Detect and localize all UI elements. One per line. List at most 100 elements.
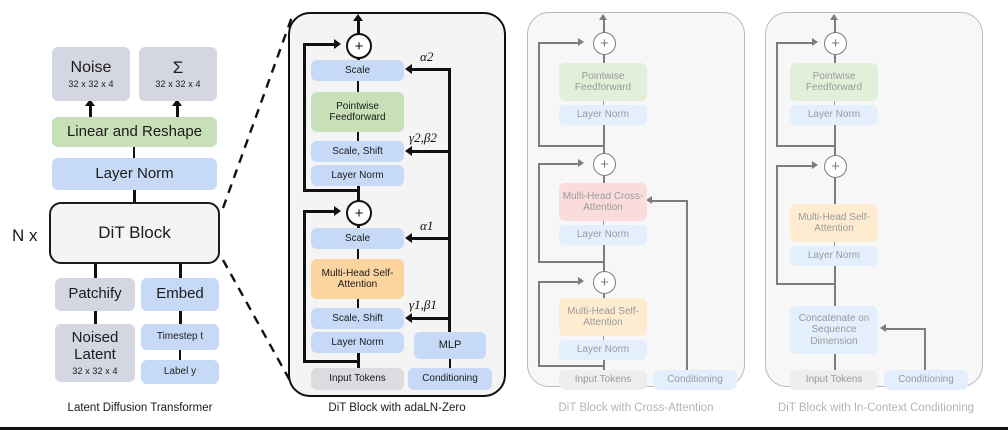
p3-add-top-glyph: +	[600, 35, 609, 52]
p4-node-multihead-self-attention-label: Multi-Head Self-Attention	[798, 211, 870, 234]
p2-node-conditioning: Conditioning	[408, 368, 492, 390]
p2-node-scale-shift-top-label: Scale, Shift	[332, 145, 383, 157]
p3-skip3-arrow	[578, 38, 584, 46]
p4-skip-upper-bottom	[776, 145, 835, 147]
p2-arm-alpha1	[412, 237, 450, 240]
p2-node-scale-bottom: Scale	[311, 228, 404, 249]
bottom-divider	[0, 427, 1008, 430]
p3-node-layer-norm-3: Layer Norm	[559, 105, 647, 125]
p2-node-input-tokens: Input Tokens	[311, 368, 404, 390]
p4-skip-upper-top	[776, 42, 815, 44]
connector-patchify-to-dit	[94, 264, 97, 278]
p3-add-mid: +	[593, 153, 616, 176]
p4-node-input-tokens-label: Input Tokens	[805, 374, 863, 386]
p4-add-bottom: +	[824, 155, 847, 178]
p3-add-bottom-glyph: +	[600, 274, 609, 291]
p2-arm-alpha1-arrow	[405, 233, 412, 243]
p4-node-pointwise-feedforward: Pointwise Feedforward	[790, 63, 878, 101]
p2-node-scale-shift-bottom: Scale, Shift	[311, 308, 404, 329]
p4-skip-upper-arrow	[812, 38, 818, 46]
node-label: Label y	[141, 360, 219, 384]
p2-arm-gammabeta1-arrow	[405, 313, 412, 323]
p3-skip1-arrow	[578, 277, 584, 285]
p4-cond-bus-horiz	[886, 328, 926, 330]
p2-trunk-dash-b	[357, 132, 359, 141]
p2-node-scale-shift-top: Scale, Shift	[311, 141, 404, 162]
p3-skip1-bottom	[538, 365, 604, 367]
p4-trunk-e	[834, 354, 836, 370]
p2-label-gammabeta2: γ2,β2	[409, 130, 437, 145]
p4-node-conditioning: Conditioning	[884, 370, 968, 390]
p2-skip-lower-vert	[303, 211, 306, 363]
connector-noisedlatent-to-patchify	[94, 311, 97, 324]
p2-arm-alpha2-arrow	[405, 64, 412, 74]
p3-skip3-vert	[538, 42, 540, 147]
node-noise-dims: 32 x 32 x 4	[68, 78, 114, 89]
node-sigma: Σ 32 x 32 x 4	[139, 47, 217, 101]
p3-skip3-bottom	[538, 145, 604, 147]
node-embed-label: Embed	[156, 285, 204, 303]
p3-cond-bus-horiz	[652, 200, 688, 202]
node-noised-latent-label: Noised Latent	[71, 329, 119, 363]
p3-node-multihead-cross-attention: Multi-Head Cross-Attention	[559, 183, 647, 221]
connector-ln-to-linear	[133, 147, 135, 158]
arrowhead-sigma	[172, 99, 182, 106]
p3-output-arrowhead	[598, 14, 607, 20]
connector-embed-to-dit	[179, 264, 182, 278]
p4-node-conditioning-label: Conditioning	[898, 374, 954, 386]
p2-label-gammabeta1: γ1,β1	[409, 297, 437, 312]
p4-output-arrowhead	[829, 14, 838, 20]
connector-dit-to-ln	[133, 190, 136, 202]
p2-node-conditioning-label: Conditioning	[422, 373, 478, 385]
connector-linear-to-noise	[89, 103, 92, 117]
connector-linear-to-sigma	[176, 103, 179, 117]
p2-node-layer-norm-top: Layer Norm	[311, 165, 404, 186]
p3-node-layer-norm-2: Layer Norm	[559, 225, 647, 245]
p3-node-conditioning: Conditioning	[653, 370, 737, 390]
p3-add-bottom: +	[593, 271, 616, 294]
node-noised-latent-dims: 32 x 32 x 4	[72, 365, 118, 376]
p2-node-scale-top-label: Scale	[344, 64, 370, 76]
p3-trunk-b	[603, 125, 605, 167]
p3-node-layer-norm-2-label: Layer Norm	[576, 229, 630, 241]
p2-skip-lower-top	[303, 210, 336, 213]
p4-cond-bus-vert	[924, 328, 926, 370]
p3-cond-arrow	[646, 196, 652, 204]
panel-caption-1: Latent Diffusion Transformer	[67, 402, 213, 414]
p2-trunk-dash-c	[357, 249, 359, 259]
p2-node-input-tokens-label: Input Tokens	[329, 373, 386, 385]
p3-trunk-e	[603, 292, 605, 300]
p2-node-pointwise-feedforward-label: Pointwise Feedforward	[329, 100, 386, 123]
p3-trunk-c	[603, 174, 605, 184]
arrowhead-noise	[85, 99, 95, 106]
p4-trunk-a	[834, 53, 836, 64]
p2-label-alpha2: α2	[420, 49, 434, 64]
p2-add-top: +	[346, 33, 372, 59]
p3-node-pointwise-feedforward: Pointwise Feedforward	[559, 63, 647, 101]
node-dit-block: DiT Block	[49, 202, 220, 264]
p4-output-line	[834, 20, 836, 42]
p2-label-alpha1: α1	[420, 218, 434, 233]
connector-timestep-to-embed	[179, 311, 182, 324]
p2-add-bottom-glyph: +	[354, 204, 364, 222]
p2-output-line	[357, 20, 360, 44]
p3-node-multihead-cross-attention-label: Multi-Head Cross-Attention	[562, 190, 644, 213]
p2-trunk-b	[357, 186, 360, 206]
p2-trunk-dash-a	[357, 81, 359, 92]
p3-trunk-dash-a	[603, 101, 604, 106]
p2-skip-upper-top	[303, 43, 336, 46]
panel-caption-4: DiT Block with In-Context Conditioning	[777, 402, 975, 414]
p2-node-layer-norm-bottom-label: Layer Norm	[331, 336, 384, 348]
p2-node-layer-norm-bottom: Layer Norm	[311, 332, 404, 353]
panel-caption-3: DiT Block with Cross-Attention	[558, 402, 714, 414]
p2-node-multihead-self-attention-label: Multi-Head Self-Attention	[321, 267, 394, 290]
p4-node-pointwise-feedforward-label: Pointwise Feedforward	[805, 70, 863, 93]
p2-adaln-bus	[448, 68, 451, 334]
node-noised-latent: Noised Latent 32 x 32 x 4	[55, 324, 135, 382]
p2-node-scale-top: Scale	[311, 60, 404, 81]
p3-skip1-vert	[538, 281, 540, 367]
p4-skip-lower-arrow	[812, 161, 818, 169]
p3-add-top: +	[593, 32, 616, 55]
p2-node-mlp-label: MLP	[438, 339, 462, 352]
node-sigma-dims: 32 x 32 x 4	[155, 79, 201, 90]
